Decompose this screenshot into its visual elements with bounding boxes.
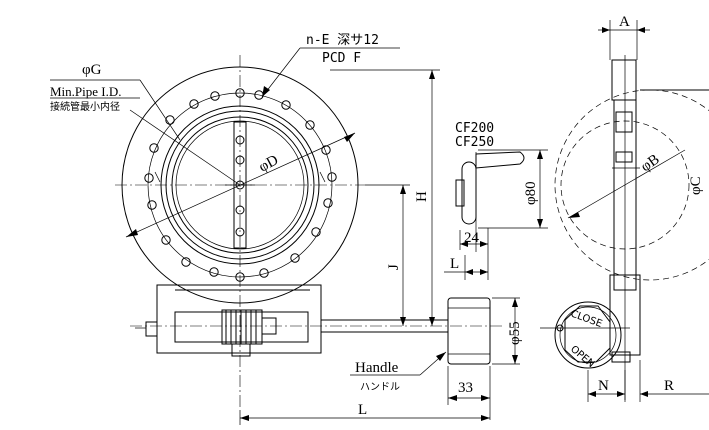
label-R: R [664,378,674,394]
dashed-bore-circle [560,120,690,250]
gearbox-body [156,284,322,354]
label-H: H [414,191,430,202]
label-33: 33 [458,380,473,396]
label-phi-D: φD [256,152,281,175]
dim-D-line [125,132,356,238]
handle: φ55 Handle ハンドル 33 [350,297,523,420]
label-A: A [619,14,630,30]
dim-G-line [129,109,241,186]
side-view: A φB φC CLOSE OPEN N [540,14,709,402]
actuator [130,284,505,357]
handle-body [447,297,491,365]
cf-handle-detail: CF200 CF250 φ80 24 L [444,121,548,280]
label-handle: Handle [355,360,399,376]
label-N: N [598,378,609,394]
gate-circle [175,120,305,250]
label-phi-80: φ80 [523,181,539,205]
label-cf250: CF250 [455,135,494,150]
dimensions-main: H J L [239,69,490,425]
front-view: φG Min.Pipe I.D. 接続管最小内径 φD n-E 深サ12 PCD… [50,33,400,410]
bore-circle [171,116,309,254]
label-min-pipe: Min.Pipe I.D. [50,84,122,99]
label-pcd: PCD F [322,51,361,66]
label-min-pipe-jp: 接続管最小内径 [50,100,120,113]
label-L-small: L [450,256,459,272]
label-phi-C: φC [688,176,704,195]
label-close: CLOSE [569,308,604,330]
pcd-circle [147,92,333,278]
label-phi-55: φ55 [507,321,523,345]
label-phi-G: φG [82,62,102,78]
label-cf200: CF200 [455,121,494,136]
label-phi-B: φB [638,151,662,175]
inner-ring-mid [165,110,315,260]
label-J: J [386,264,402,270]
label-24: 24 [464,230,480,246]
label-L: L [358,402,367,418]
indicator-dial [554,301,622,369]
label-bolt-spec: n-E 深サ12 [306,33,379,48]
outer-flange-circle [121,66,359,304]
label-handle-jp: ハンドル [360,382,400,393]
worm-threads [225,310,257,344]
inner-ring-outer [160,105,320,265]
